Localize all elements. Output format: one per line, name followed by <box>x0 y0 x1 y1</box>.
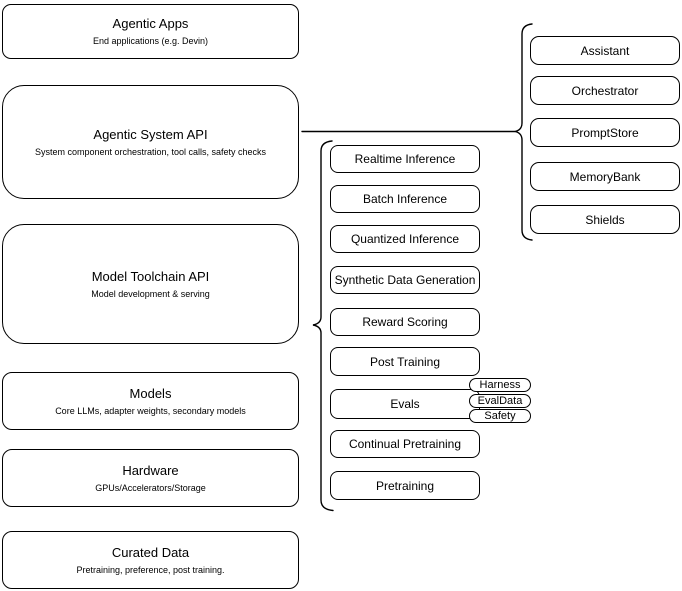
node-model-toolchain-api: Model Toolchain API Model development & … <box>2 224 299 344</box>
node-subtitle: End applications (e.g. Devin) <box>92 36 209 46</box>
tag-safety: Safety <box>469 409 531 423</box>
node-subtitle: Pretraining, preference, post training. <box>76 564 225 575</box>
node-title: Curated Data <box>111 544 190 560</box>
node-models: Models Core LLMs, adapter weights, secon… <box>2 372 299 430</box>
node-batch-inference: Batch Inference <box>330 185 480 213</box>
node-hardware: Hardware GPUs/Accelerators/Storage <box>2 449 299 507</box>
node-title: Models <box>129 385 172 401</box>
node-title: Agentic System API <box>93 126 208 142</box>
node-memorybank: MemoryBank <box>530 162 680 191</box>
node-agentic-system-api: Agentic System API System component orch… <box>2 85 299 199</box>
node-post-training: Post Training <box>330 347 480 376</box>
node-curated-data: Curated Data Pretraining, preference, po… <box>2 531 299 589</box>
node-reward-scoring: Reward Scoring <box>330 308 480 336</box>
node-evals: Evals <box>330 389 480 419</box>
tag-evaldata: EvalData <box>469 394 531 408</box>
node-pretraining: Pretraining <box>330 471 480 500</box>
node-agentic-apps: Agentic Apps End applications (e.g. Devi… <box>2 4 299 59</box>
node-assistant: Assistant <box>530 36 680 65</box>
node-title: Hardware <box>122 462 179 478</box>
node-realtime-inference: Realtime Inference <box>330 145 480 173</box>
node-orchestrator: Orchestrator <box>530 76 680 105</box>
system-components-brace <box>514 23 533 241</box>
node-title: Agentic Apps <box>112 16 189 31</box>
node-subtitle: System component orchestration, tool cal… <box>34 146 267 157</box>
node-continual-pretraining: Continual Pretraining <box>330 430 480 458</box>
node-subtitle: Core LLMs, adapter weights, secondary mo… <box>55 405 246 416</box>
node-title: Model Toolchain API <box>91 268 210 284</box>
tag-harness: Harness <box>469 378 531 392</box>
node-shields: Shields <box>530 205 680 234</box>
node-subtitle: Model development & serving <box>91 288 210 299</box>
node-promptstore: PromptStore <box>530 118 680 147</box>
node-subtitle: GPUs/Accelerators/Storage <box>95 482 206 493</box>
node-quantized-inference: Quantized Inference <box>330 225 480 253</box>
node-synthetic-data-generation: Synthetic Data Generation <box>330 266 480 294</box>
toolchain-brace <box>312 140 334 512</box>
